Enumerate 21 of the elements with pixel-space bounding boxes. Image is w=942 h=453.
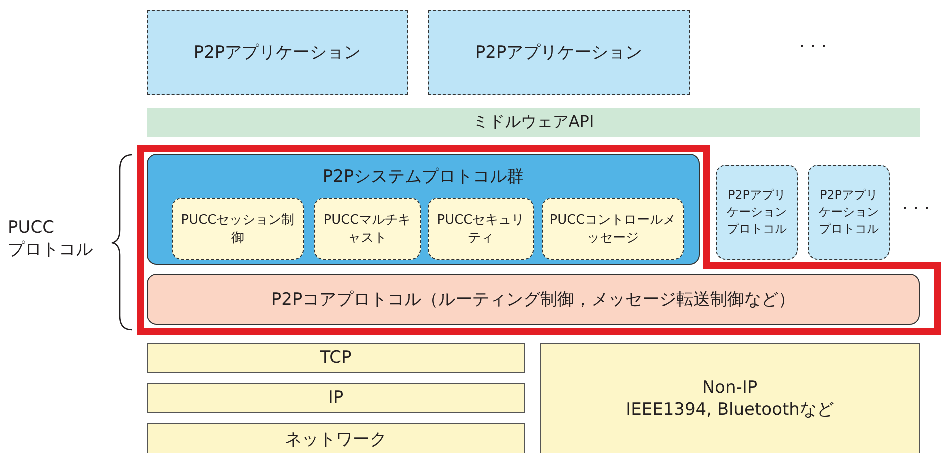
protocol-box: PUCCセキュリティ xyxy=(428,198,534,260)
layer-band: TCP xyxy=(147,343,525,373)
core-protocol-band: P2Pコアプロトコル（ルーティング制御，メッセージ転送制御など） xyxy=(147,274,920,325)
layer-label: IEEE1394, Bluetoothなど xyxy=(626,398,834,420)
layer-label: Non-IP xyxy=(702,378,758,398)
layer-band: IP xyxy=(147,383,525,413)
protocol-box: P2Pアプリケーションプロトコル xyxy=(716,165,798,260)
protocol-box: P2Pアプリケーションプロトコル xyxy=(808,165,890,260)
group-title: P2Pシステムプロトコル群 xyxy=(322,166,524,188)
protocol-box: PUCCマルチキャスト xyxy=(314,198,421,260)
protocol-box: PUCCコントロールメッセージ xyxy=(542,198,684,260)
ellipsis: ・・・ xyxy=(898,200,931,218)
protocol-group-box xyxy=(147,154,700,265)
layer-band: ネットワーク xyxy=(147,423,525,453)
app-box: P2Pアプリケーション xyxy=(147,10,408,95)
middleware-band: ミドルウェアAPI xyxy=(147,108,920,137)
app-box: P2Pアプリケーション xyxy=(428,10,690,95)
ellipsis: ・・・ xyxy=(795,38,828,56)
layer-band xyxy=(540,343,920,453)
protocol-box: PUCCセッション制御 xyxy=(172,198,304,260)
bracket-label: PUCC プロトコル xyxy=(8,218,94,261)
